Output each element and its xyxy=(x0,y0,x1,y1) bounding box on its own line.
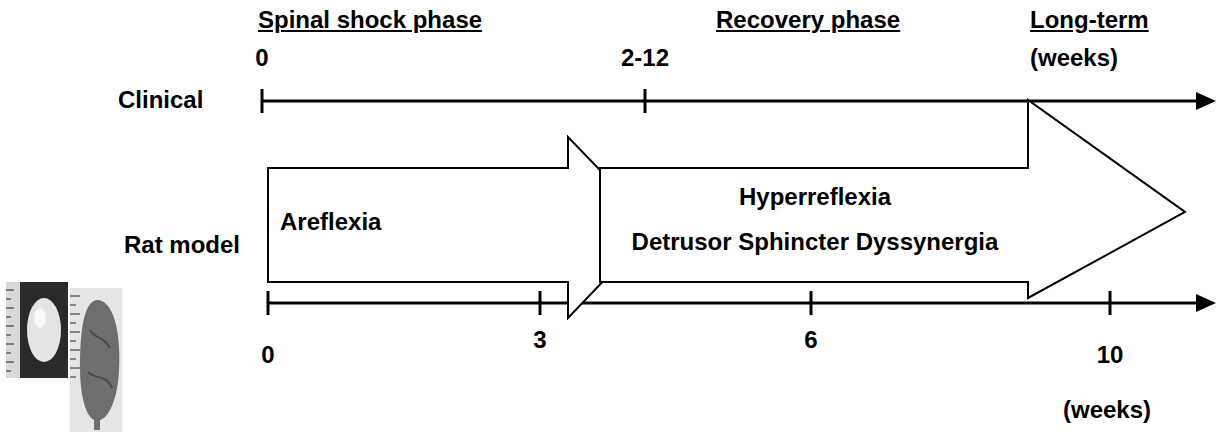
axis-number: 0 xyxy=(255,44,268,72)
bladder-photo xyxy=(70,288,122,432)
axis-number: 0 xyxy=(261,341,274,369)
axis-number: 3 xyxy=(533,326,546,354)
tick xyxy=(644,89,647,113)
phase-header: Long-term xyxy=(1030,6,1149,34)
axis-number: 2-12 xyxy=(621,44,669,72)
axis-unit: (weeks) xyxy=(1030,44,1118,72)
axis-arrowhead xyxy=(1196,294,1216,312)
phase-arrow: HyperreflexiaDetrusor Sphincter Dyssyner… xyxy=(598,98,1187,300)
axis-unit: (weeks) xyxy=(1063,396,1151,424)
row-label: Rat model xyxy=(124,231,240,259)
axis-arrowhead xyxy=(1196,92,1216,110)
phase-header: Spinal shock phase xyxy=(258,6,482,34)
timeline-axis xyxy=(262,100,1200,103)
phase-detail: Detrusor Sphincter Dyssynergia xyxy=(632,228,999,256)
arrow-outline xyxy=(598,98,1187,300)
phase-name: Hyperreflexia xyxy=(739,183,891,211)
timeline-axis xyxy=(268,302,1200,305)
row-label: Clinical xyxy=(118,86,203,114)
tick xyxy=(261,89,264,113)
axis-number: 6 xyxy=(804,326,817,354)
bladder-photo xyxy=(6,282,68,378)
phase-arrow: Areflexia xyxy=(266,135,657,320)
axis-number: 10 xyxy=(1097,341,1124,369)
phase-name: Areflexia xyxy=(280,208,381,236)
tick xyxy=(810,291,813,315)
tick xyxy=(267,291,270,315)
tick xyxy=(1109,291,1112,315)
tick xyxy=(539,291,542,315)
phase-header: Recovery phase xyxy=(716,6,900,34)
